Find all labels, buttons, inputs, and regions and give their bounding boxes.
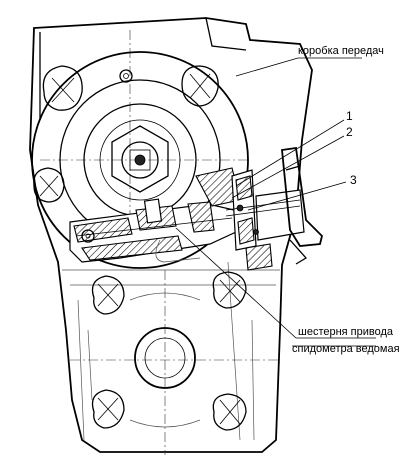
gearbox-housing: [29, 17, 313, 455]
leader-lines: [175, 57, 376, 347]
speedometer-drive-assembly: [69, 146, 323, 271]
lower-flange: [87, 271, 255, 441]
driven-gear-label-line1: шестерня привода: [298, 326, 394, 338]
callout-number-3: 3: [350, 173, 357, 187]
callout-number-1: 1: [346, 109, 353, 123]
oil-plug: [119, 69, 133, 83]
driven-gear-label-line2: спидометра ведомая: [292, 343, 400, 355]
bearing-cover: [31, 51, 249, 269]
mounting-boss-upper-left: [42, 65, 83, 111]
mounting-boss-upper-right: [181, 65, 219, 107]
callout-number-2: 2: [346, 125, 353, 139]
gearbox-label: коробка передач: [298, 45, 384, 57]
